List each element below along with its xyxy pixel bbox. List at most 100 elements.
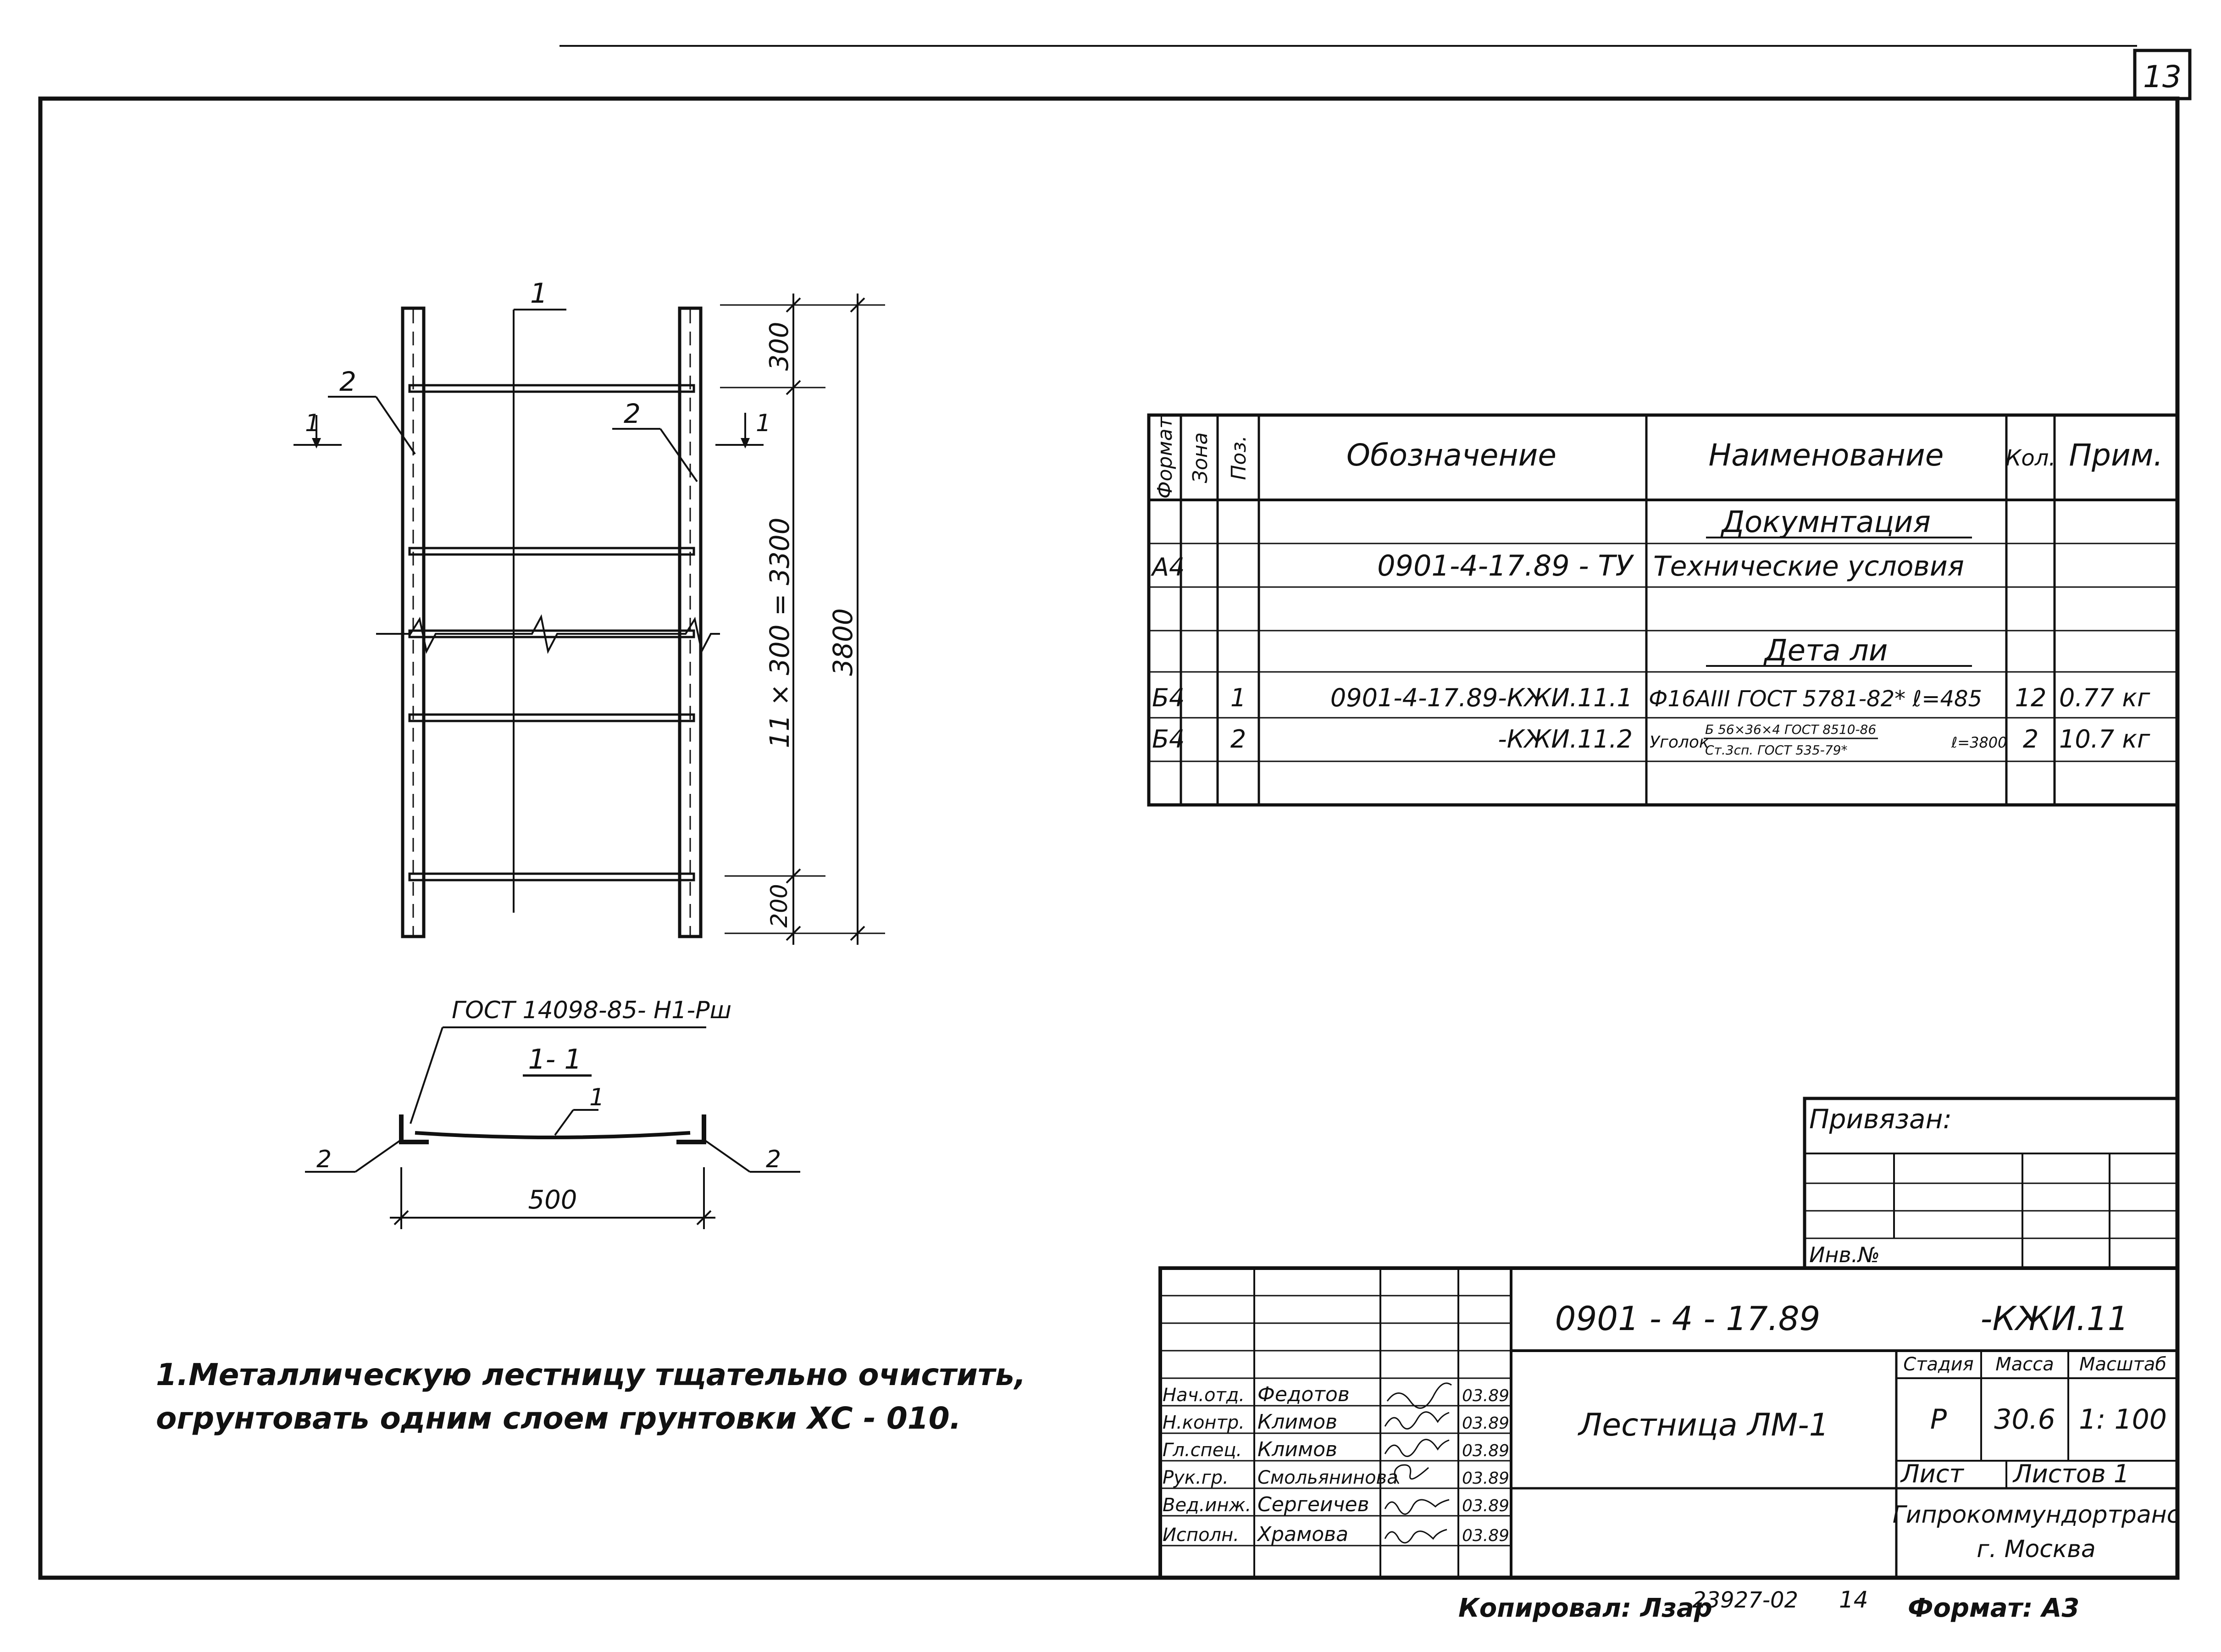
signature-role: Гл.спец. (1163, 1440, 1242, 1461)
signature-row: Исполн. Храмова 03.89 (1163, 1523, 1509, 1546)
handwritten-signature (1386, 1382, 1452, 1409)
row-name-suffix: ℓ=3800 (1951, 734, 2007, 751)
row-pos: 2 (1230, 725, 1246, 754)
signature-name: Храмова (1257, 1523, 1348, 1546)
ladder-rung (408, 872, 695, 881)
section-pos-2-right: 2 (766, 1146, 781, 1173)
header-qty: Кол. (2005, 445, 2055, 471)
note-line-2: огрунтовать одним слоем грунтовки ХС - 0… (156, 1401, 961, 1436)
dim-top: 300 (764, 322, 794, 371)
row-pos: 1 (1230, 683, 1246, 712)
handwritten-signature (1384, 1439, 1450, 1457)
handwritten-signature (1394, 1464, 1429, 1484)
row-name-frac-top: Б 56×36×4 ГОСТ 8510-86 (1705, 722, 1876, 737)
section-parts: Дета ли (1763, 634, 1888, 668)
table-row: Б4 2 -КЖИ.11.2 Уголок Б 56×36×4 ГОСТ 851… (1152, 722, 2150, 758)
title-block: 0901 - 4 - 17.89 -КЖИ.11 Лестница ЛМ-1 С… (1158, 1266, 2180, 1580)
row-format: Б4 (1152, 725, 1185, 754)
mass-value: 30.6 (1994, 1403, 2055, 1436)
signature-role: Вед.инж. (1163, 1495, 1251, 1516)
signature-name: Климов (1257, 1410, 1337, 1434)
signature-name: Смольянинова (1257, 1467, 1398, 1488)
weld-standard: ГОСТ 14098-85- Н1-Рш (452, 997, 731, 1024)
handwritten-signature (1384, 1411, 1450, 1430)
header-note: Прим. (2069, 438, 2163, 473)
privyazan-title: Привязан: (1809, 1103, 1952, 1135)
ladder-right-rail (678, 306, 703, 938)
section-pos-1: 1 (589, 1084, 604, 1111)
city: г. Москва (1977, 1536, 2096, 1563)
header-name: Наименование (1709, 438, 1944, 473)
row-name: Уголок (1650, 733, 1709, 752)
signature-role: Рук.гр. (1163, 1467, 1229, 1488)
mass-label: Масса (1995, 1354, 2054, 1375)
row-qty: 2 (2023, 725, 2038, 754)
ladder-elevation: 1 2 2 1 1 300 11 × 300 = 3300 3800 200 (294, 277, 885, 945)
row-designation: 0901-4-17.89 - ТУ (1377, 549, 1634, 582)
scale-label: Масштаб (2079, 1354, 2166, 1375)
table-row: А4 0901-4-17.89 - ТУ Технические условия (1151, 549, 1964, 582)
pos-2-right: 2 (624, 398, 641, 429)
signature-role: Нач.отд. (1163, 1385, 1245, 1406)
section-right-angle (676, 1114, 706, 1144)
section-arrow-right (741, 438, 750, 449)
dim-bottom: 200 (766, 884, 792, 927)
ladder-rung (408, 384, 695, 393)
drawing-code-suffix: -КЖИ.11 (1980, 1299, 2128, 1338)
handwritten-signature (1384, 1529, 1447, 1544)
signature-row: Нач.отд. Федотов 03.89 (1163, 1382, 1509, 1409)
inv-label: Инв.№ (1809, 1242, 1880, 1267)
signature-name: Сергеичев (1257, 1493, 1369, 1516)
row-designation: -КЖИ.11.2 (1498, 725, 1633, 754)
row-format: А4 (1151, 553, 1185, 582)
section-width: 500 (528, 1185, 577, 1215)
sheet-label: Лист (1900, 1459, 1964, 1488)
signature-row: Н.контр. Климов 03.89 (1163, 1410, 1509, 1434)
dim-middle: 11 × 300 = 3300 (764, 517, 795, 748)
handwritten-signature (1384, 1499, 1450, 1515)
break-line (376, 614, 720, 654)
section-arrow-left-label: 1 (305, 410, 320, 437)
signature-date: 03.89 (1462, 1414, 1509, 1433)
section-1-1: ГОСТ 14098-85- Н1-Рш 1- 1 1 2 2 500 (305, 997, 800, 1229)
signature-name: Климов (1257, 1438, 1337, 1461)
header-format: Формат (1153, 416, 1177, 499)
spec-table: Формат Зона Поз. Обозначение Наименовани… (1147, 413, 2179, 807)
scale-value: 1: 100 (2079, 1403, 2167, 1436)
section-arrow-left (312, 438, 321, 449)
header-zone: Зона (1189, 432, 1212, 483)
signature-date: 03.89 (1462, 1441, 1509, 1460)
note-line-1: 1.Металлическую лестницу тщательно очист… (156, 1357, 1026, 1392)
row-name: Технические условия (1653, 550, 1964, 582)
signature-name: Федотов (1257, 1383, 1350, 1406)
signature-role: Исполн. (1163, 1524, 1239, 1546)
page-number: 13 (2143, 59, 2182, 94)
signature-role: Н.контр. (1163, 1412, 1245, 1433)
section-rung (415, 1131, 691, 1139)
section-arrow-right-label: 1 (756, 410, 771, 437)
ladder-rung (408, 547, 695, 556)
section-docs: Докумнтация (1720, 505, 1931, 539)
table-row: Б4 1 0901-4-17.89-КЖИ.11.1 Ф16АIII ГОСТ … (1152, 683, 2150, 712)
row-designation: 0901-4-17.89-КЖИ.11.1 (1330, 683, 1633, 712)
sheets-label: Листов 1 (2012, 1459, 2129, 1488)
row-name-frac-bottom: Ст.3сп. ГОСТ 535-79* (1705, 743, 1847, 758)
signature-date: 03.89 (1462, 1526, 1509, 1545)
drawing-code: 0901 - 4 - 17.89 (1555, 1299, 1821, 1338)
row-format: Б4 (1152, 683, 1185, 712)
section-cut-label: 1 (530, 277, 548, 310)
signature-row: Гл.спец. Климов 03.89 (1163, 1438, 1509, 1461)
signature-row: Рук.гр. Смольянинова 03.89 (1163, 1464, 1509, 1488)
header-designation: Обозначение (1346, 438, 1556, 473)
stage-value: Р (1930, 1403, 1947, 1436)
dim-total: 3800 (827, 608, 858, 676)
organization: Гипрокоммундортранс (1893, 1501, 2180, 1529)
footer-format: Формат: А3 (1908, 1593, 2079, 1623)
section-title: 1- 1 (528, 1043, 582, 1075)
footer-sheet-no: 14 (1839, 1586, 1868, 1613)
row-note: 0.77 кг (2059, 683, 2150, 712)
drawing-name: Лестница ЛМ-1 (1577, 1407, 1829, 1443)
header-pos: Поз. (1227, 435, 1251, 480)
section-left-angle (399, 1114, 429, 1144)
